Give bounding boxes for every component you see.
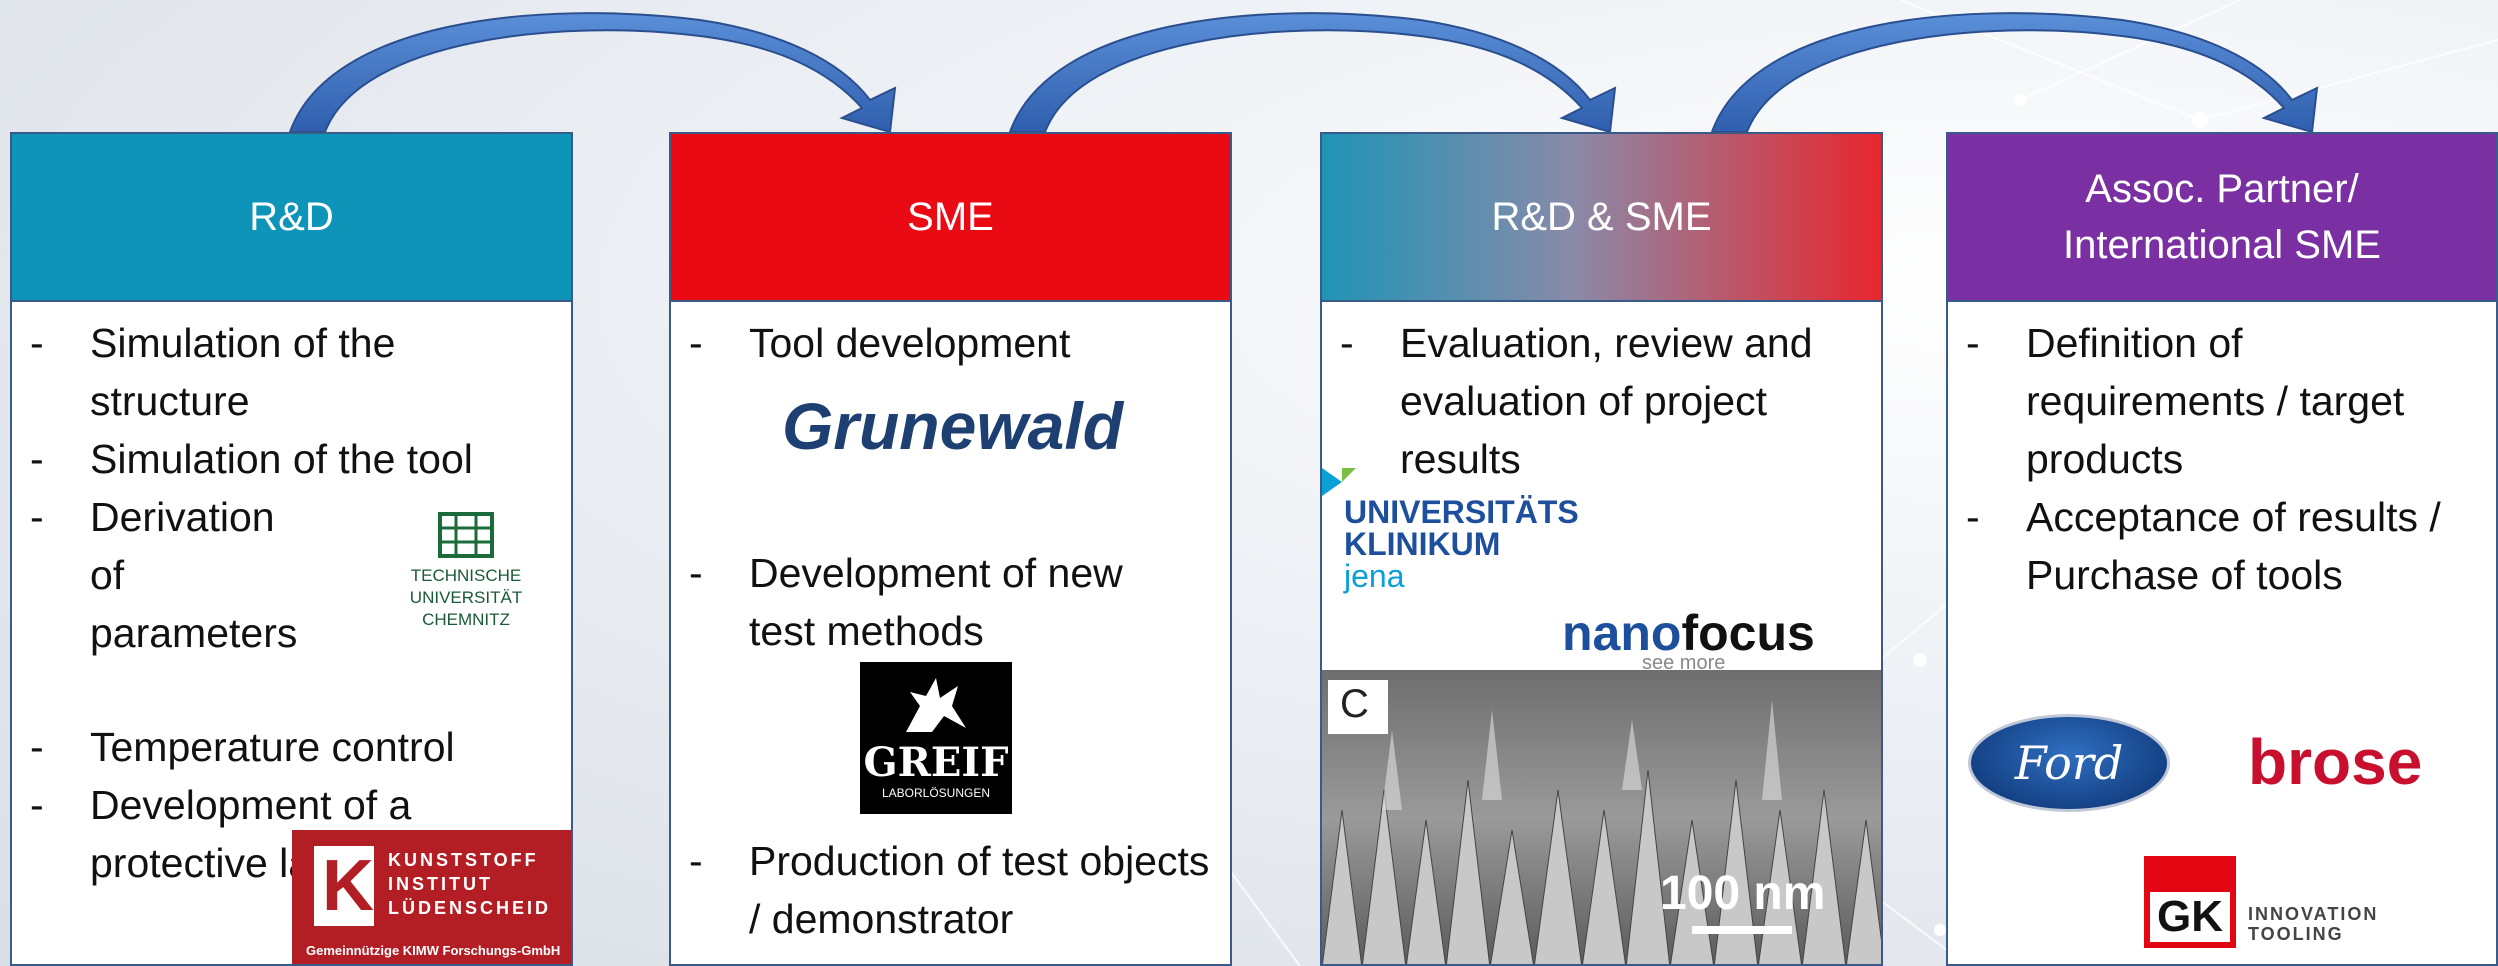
gk-mark: GK xyxy=(2144,856,2236,948)
nanofocus-text: nano xyxy=(1562,605,1682,661)
column-header-label: R&D & SME xyxy=(1491,195,1712,239)
sem-image: C 100 nm xyxy=(1322,670,1881,964)
column-header-rnd: R&D xyxy=(12,134,571,302)
grunewald-logo: Grunewald xyxy=(781,389,1124,463)
list-item: Tool development xyxy=(671,314,1230,372)
column-header-sme: SME xyxy=(671,134,1230,302)
tu-logo-text: TECHNISCHE UNIVERSITÄT xyxy=(409,566,523,607)
kunststoff-text: INSTITUT xyxy=(388,874,493,894)
column-header-label: International SME xyxy=(2063,223,2381,267)
list-item: Acceptance of results / Purchase of tool… xyxy=(1948,488,2466,604)
ford-text: Ford xyxy=(2014,736,2124,790)
column-items: Definition of requirements / target prod… xyxy=(1948,302,2496,604)
gk-subtitle: INNOVATION xyxy=(2248,904,2379,924)
column-header-rnd-sme: R&D & SME xyxy=(1322,134,1881,302)
tu-logo-text: CHEMNITZ xyxy=(422,610,510,629)
kunststoff-text: LÜDENSCHEID xyxy=(388,898,552,918)
ford-logo: Ford xyxy=(1968,714,2170,812)
column-header-assoc-partner: Assoc. Partner/ International SME xyxy=(1948,134,2496,302)
column-items: Evaluation, review and evaluation of pro… xyxy=(1322,302,1881,488)
kunststoff-institut-logo: K KUNSTSTOFF INSTITUT LÜDENSCHEID Gemein… xyxy=(292,830,571,964)
list-item: Evaluation, review and evaluation of pro… xyxy=(1322,314,1840,488)
column-assoc-partner: Assoc. Partner/ International SME Defini… xyxy=(1946,132,2498,966)
uniklinikum-jena-logo: UNIVERSITÄTS KLINIKUM jena xyxy=(1322,468,1582,594)
column-header-label: R&D xyxy=(249,195,334,239)
nanofocus-subtitle: see more xyxy=(1642,652,1726,674)
flow-arrows xyxy=(288,12,2319,134)
column-items: Simulation of the structure Simulation o… xyxy=(12,302,571,892)
greif-subtitle: LABORLÖSUNGEN xyxy=(881,786,991,800)
sem-scale-bar-label: 100 nm xyxy=(1660,867,1826,920)
list-item: Definition of requirements / target prod… xyxy=(1948,314,2456,488)
greif-text: GREIF xyxy=(863,739,1009,786)
column-header-label: SME xyxy=(907,195,994,239)
gk-text: GK xyxy=(2150,892,2230,942)
nanofocus-text: focus xyxy=(1681,605,1815,661)
column-rnd-sme: R&D & SME Evaluation, review and evaluat… xyxy=(1320,132,1883,966)
list-item: Production of test objects / demonstrato… xyxy=(671,832,1219,948)
list-item: Temperature control xyxy=(12,718,571,776)
griffin-icon xyxy=(906,678,966,732)
tu-building-icon xyxy=(438,512,494,558)
column-rnd: R&D Simulation of the structure Simulati… xyxy=(10,132,573,966)
list-item: Simulation of the tool xyxy=(12,430,571,488)
brose-logo: brose xyxy=(2248,726,2423,798)
column-sme: SME Tool development Development of new … xyxy=(669,132,1232,966)
gk-innovation-tooling-logo: GK INNOVATION TOOLING xyxy=(2144,850,2444,950)
greif-logo: GREIF LABORLÖSUNGEN xyxy=(860,662,1012,814)
k-mark: K xyxy=(314,846,374,926)
uni-text: KLINIKUM xyxy=(1344,526,1501,562)
nanostructure-spikes xyxy=(1322,680,1881,964)
uni-text: UNIVERSITÄTS xyxy=(1344,494,1579,530)
list-item: Derivation of parameters xyxy=(12,488,297,662)
list-item: Simulation of the structure xyxy=(12,314,430,430)
list-item: Development of new test methods xyxy=(671,544,1169,660)
kunststoff-text: KUNSTSTOFF xyxy=(388,850,539,870)
sem-panel-label: C xyxy=(1340,682,1369,726)
gk-subtitle: TOOLING xyxy=(2248,924,2344,944)
tu-chemnitz-logo: TECHNISCHE UNIVERSITÄT CHEMNITZ xyxy=(356,500,571,632)
kunststoff-subtitle: Gemeinnützige KIMW Forschungs-GmbH xyxy=(306,943,561,958)
uni-mark-icon xyxy=(1322,468,1356,496)
nanofocus-logo: nanofocus see more xyxy=(1562,604,1881,674)
column-header-label: Assoc. Partner/ xyxy=(2085,167,2359,211)
column-items: Tool development Development of new test… xyxy=(671,302,1230,948)
uni-text: jena xyxy=(1344,558,1405,594)
